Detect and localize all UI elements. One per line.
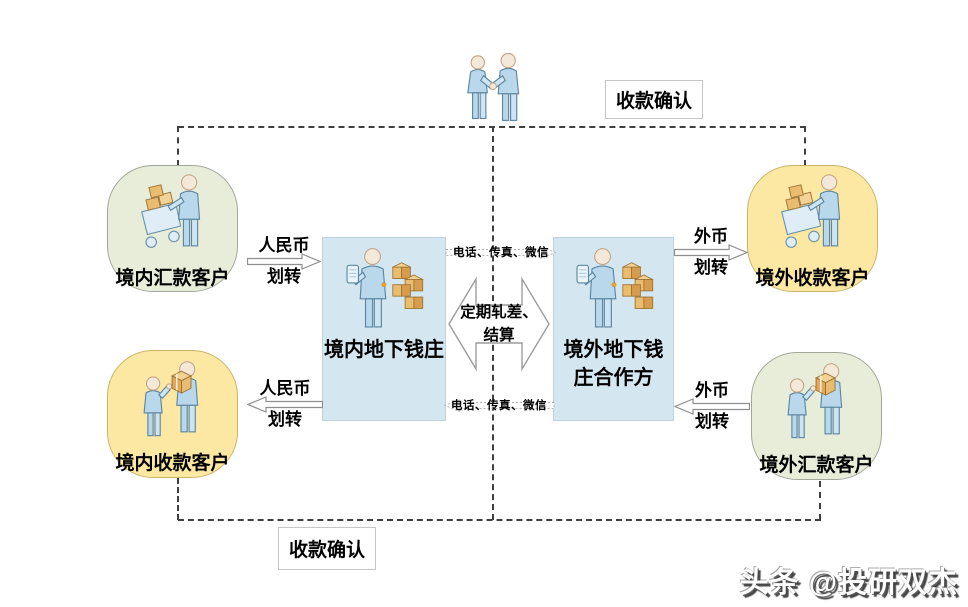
comm-channel-bottom: 电话、传真、微信 [443,396,555,414]
right-block-arrow-icon [247,252,321,270]
settlement-label: 定期轧差、 结算 [448,270,550,378]
comm-channel-top: 电话、传真、微信 [445,243,557,261]
flow-rmb-transfer-in: 人民币 划转 [245,237,323,286]
flow-fx-in-label2: 划转 [695,411,729,431]
people-exchanging-box-icon [128,357,218,447]
flow-fx-out-label1: 外币 [694,227,728,246]
people-exchanging-box-icon [772,359,862,449]
flow-rmb-in-label1: 人民币 [258,236,310,255]
handshake-people-icon [459,52,527,128]
thin-left-arrow-icon [443,398,555,413]
confirm-box-top-label: 收款确认 [615,91,692,112]
node-domestic-receiver-label: 境内收款客户 [115,453,230,474]
dashed-connector-bottom-left [177,478,179,520]
node-overseas-bank-label: 境外地下钱 庄合作方 [564,336,664,392]
settlement-label-line1: 定期轧差、 [460,303,538,321]
dealer-with-phone-and-crates-icon [340,246,428,334]
node-overseas-bank-label-line2: 庄合作方 [573,367,654,389]
thin-right-arrow-icon [445,245,557,260]
flow-fx-in-label1: 外币 [695,381,729,400]
node-overseas-bank: 境外地下钱 庄合作方 [553,237,674,421]
node-domestic-receiver: 境内收款客户 [107,350,238,478]
dealer-with-phone-and-crates-icon [570,246,658,334]
node-domestic-sender: 境内汇款客户 [107,165,238,292]
confirm-box-bottom: 收款确认 [278,527,376,570]
comm-channel-top-label: 电话、传真、微信 [453,247,549,259]
customer-with-cart-icon [128,172,218,262]
settlement-arrow: 定期轧差、 结算 [448,270,550,378]
settlement-label-line2: 结算 [483,327,515,344]
dashed-connector-bottom-right [819,481,821,520]
confirm-box-bottom-label: 收款确认 [288,540,365,561]
node-domestic-sender-label: 境内汇款客户 [115,268,230,289]
confirm-box-top: 收款确认 [605,80,703,119]
node-overseas-sender-label: 境外汇款客户 [759,455,874,476]
watermark: 头条 @投研双杰 [739,567,958,599]
customer-with-cart-icon [768,172,858,262]
flow-rmb-transfer-out: 人民币 划转 [246,380,324,429]
dashed-connector-top-right [804,126,806,166]
right-block-arrow-icon [674,243,748,261]
node-overseas-sender: 境外汇款客户 [751,352,882,480]
node-overseas-receiver: 境外收款客户 [747,165,878,292]
flow-fx-transfer-in: 外币 划转 [674,382,750,431]
comm-channel-bottom-label: 电话、传真、微信 [451,400,547,412]
dashed-line-bottom [178,519,821,521]
flow-fx-out-label2: 划转 [694,257,728,277]
left-block-arrow-icon [674,397,750,415]
left-block-arrow-icon [247,395,323,413]
node-overseas-receiver-label: 境外收款客户 [755,268,870,289]
dashed-connector-top-left [177,126,179,166]
flow-fx-transfer-out: 外币 划转 [673,228,749,277]
node-overseas-bank-label-line1: 境外地下钱 [563,339,664,361]
flow-rmb-out-label1: 人民币 [259,379,311,398]
node-domestic-bank: 境内地下钱庄 [322,237,446,421]
node-domestic-bank-label: 境内地下钱庄 [324,339,444,361]
flow-rmb-in-label2: 划转 [267,266,301,286]
flow-rmb-out-label2: 划转 [268,409,302,429]
double-arrow-icon [448,276,550,372]
